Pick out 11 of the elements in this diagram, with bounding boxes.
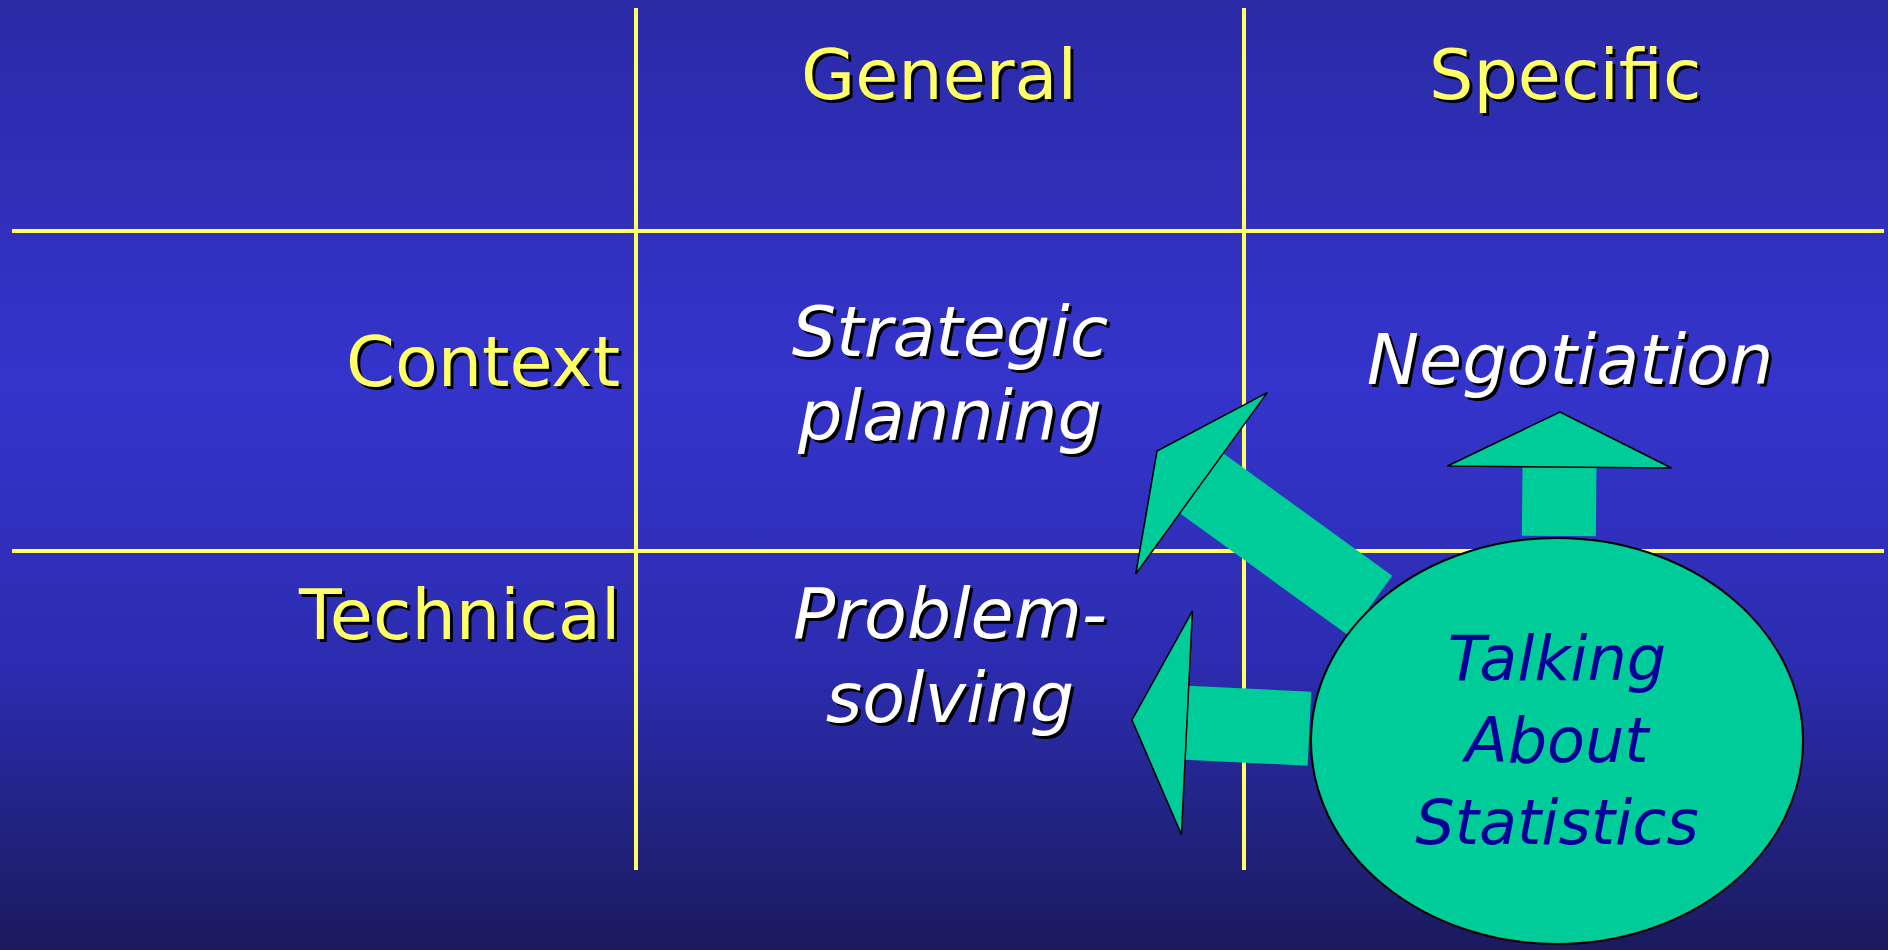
row-heading: Context	[346, 322, 621, 402]
column-heading: Specific	[1429, 35, 1702, 115]
block-arrow	[1131, 610, 1312, 836]
column-heading: General	[801, 35, 1077, 115]
topic-ellipse	[1309, 536, 1805, 946]
block-arrow	[1446, 411, 1673, 537]
cell-text: Problem-solving	[791, 572, 1109, 740]
topic-text: Talking About Statistics	[1414, 621, 1700, 861]
cell-text: Strategic planning	[790, 290, 1110, 458]
cell-text: Negotiation	[1366, 318, 1774, 402]
row-heading: Technical	[299, 575, 621, 655]
